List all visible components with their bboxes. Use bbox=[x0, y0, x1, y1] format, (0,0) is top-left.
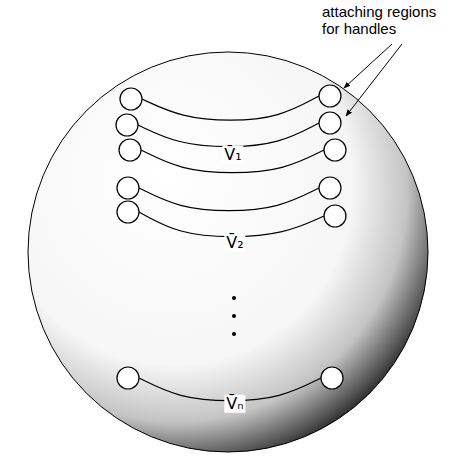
dot bbox=[232, 332, 236, 336]
attaching-region bbox=[120, 88, 142, 110]
attaching-region bbox=[319, 112, 341, 134]
handle-bands bbox=[116, 85, 346, 401]
attaching-region bbox=[324, 205, 346, 227]
attaching-region bbox=[117, 201, 139, 223]
callout-text: attaching regions for handles bbox=[322, 3, 446, 38]
handle-label: V̄₁ bbox=[222, 146, 243, 164]
attaching-region bbox=[119, 139, 141, 161]
attaching-region bbox=[324, 139, 346, 161]
attaching-region bbox=[319, 85, 341, 107]
attaching-region bbox=[116, 114, 138, 136]
dot bbox=[232, 314, 236, 318]
handle-curve bbox=[142, 96, 319, 120]
handle-curve bbox=[139, 188, 319, 211]
leader-line bbox=[346, 44, 402, 116]
handle-curve bbox=[138, 123, 319, 147]
handle-label: V̄₂ bbox=[224, 234, 245, 252]
sphere bbox=[28, 52, 428, 452]
attaching-region bbox=[321, 367, 343, 389]
attaching-region bbox=[117, 177, 139, 199]
attaching-region bbox=[319, 177, 341, 199]
ellipsis-dots bbox=[232, 296, 236, 336]
attaching-region bbox=[117, 367, 139, 389]
dot bbox=[232, 296, 236, 300]
handle-label: V̄ₙ bbox=[224, 395, 245, 413]
